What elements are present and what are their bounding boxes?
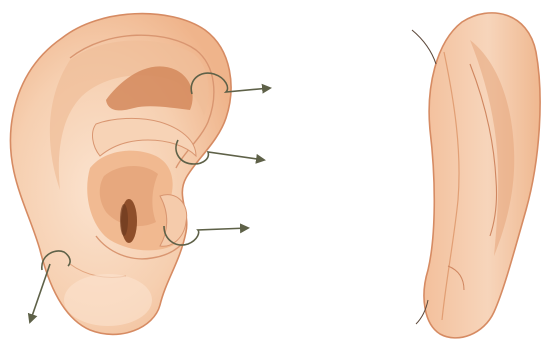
ear-front-view xyxy=(10,14,231,335)
side-attachment-line xyxy=(412,30,436,64)
ear-canal-shadow xyxy=(120,204,128,236)
ear-side-view xyxy=(412,13,540,338)
earlobe xyxy=(64,274,152,326)
pointer-4-line xyxy=(30,264,50,322)
